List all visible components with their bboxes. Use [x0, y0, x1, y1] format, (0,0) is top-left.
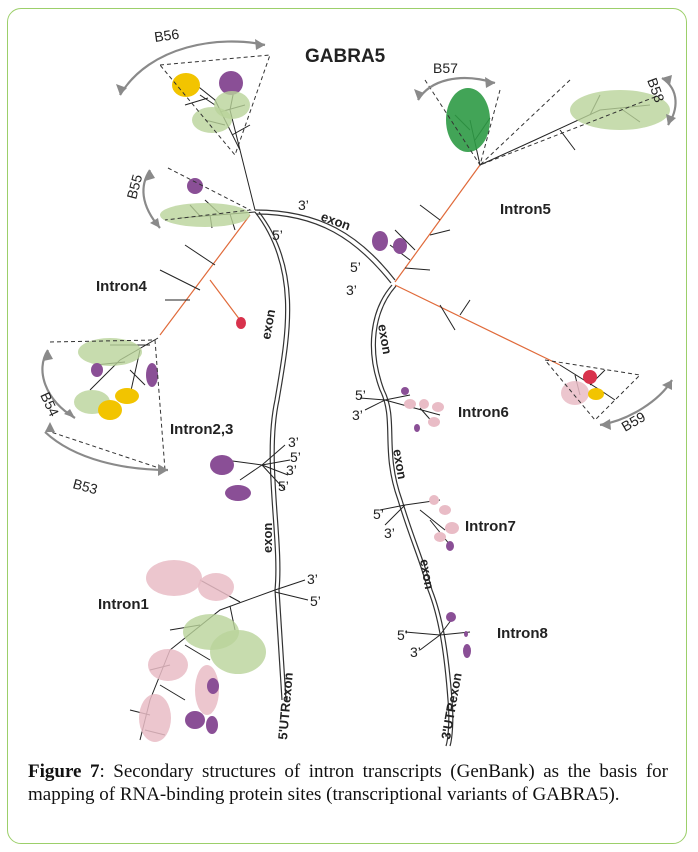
prime3-i8: 3’	[410, 644, 421, 660]
label-intron4: Intron4	[96, 278, 147, 295]
purple-blob	[463, 644, 471, 658]
label-5utr-exon: 5'UTRexon	[275, 672, 296, 740]
yellow-blob	[172, 73, 200, 97]
purple-blob	[146, 363, 158, 387]
prime5-i1: 5’	[310, 593, 321, 609]
purple-blob	[206, 716, 218, 734]
yellow-blob	[588, 388, 604, 400]
prime5-i8: 5’	[397, 627, 408, 643]
prime3-mid: 3’	[346, 282, 357, 298]
exon-strand-left-inner	[259, 212, 290, 700]
prime3-top: 3’	[298, 197, 309, 213]
purple-blob	[446, 612, 456, 622]
purple-blob	[187, 178, 203, 194]
label-b56: B56	[153, 26, 180, 45]
pink-blob	[198, 573, 234, 601]
pink-blob	[428, 417, 440, 427]
pink-blob	[445, 522, 459, 534]
label-exon-top: exon	[319, 209, 353, 233]
purple-blob	[225, 485, 251, 501]
stem-intron4-branch	[210, 280, 240, 320]
purple-blob	[414, 424, 420, 432]
label-intron8: Intron8	[497, 625, 548, 642]
prime3-i1: 3’	[307, 571, 318, 587]
prime3-i23a: 3’	[288, 434, 299, 450]
pink-blob	[146, 560, 202, 596]
exon-strand-right-inner	[375, 286, 452, 746]
purple-blob	[372, 231, 388, 251]
pink-blob	[439, 505, 451, 515]
prime3-i23b: 3’	[286, 462, 297, 478]
purple-blob	[207, 678, 219, 694]
pink-blob	[404, 399, 416, 409]
label-exon-right2: exon	[390, 448, 410, 481]
label-b55: B55	[123, 172, 145, 200]
prime5-top: 5’	[272, 227, 283, 243]
green-blob	[210, 630, 266, 674]
label-intron23: Intron2,3	[170, 421, 233, 438]
label-intron6: Intron6	[458, 404, 509, 421]
prime5-i6: 5’	[355, 387, 366, 403]
pink-blob	[148, 649, 188, 681]
label-b54: B54	[37, 390, 62, 420]
figure-caption: Figure 7: Secondary structures of intron…	[28, 760, 668, 806]
figure-label: Figure 7	[28, 761, 100, 782]
label-exon-right3: exon	[417, 558, 437, 591]
caption-text: : Secondary structures of intron transcr…	[28, 761, 668, 805]
prime3-i6: 3’	[352, 407, 363, 423]
dark-green-blob	[446, 88, 490, 152]
title-gabra5: GABRA5	[305, 46, 386, 67]
label-exon-left: exon	[258, 308, 278, 341]
pink-blob	[429, 495, 439, 505]
pink-blob	[434, 532, 446, 542]
yellow-blob	[98, 400, 122, 420]
purple-blob	[401, 387, 409, 395]
intron-branches	[90, 80, 650, 740]
pink-blob	[419, 399, 429, 409]
green-blob	[160, 203, 250, 227]
yellow-blob	[115, 388, 139, 404]
red-blob	[583, 370, 597, 384]
stem-intron4	[160, 215, 250, 335]
label-exon-lower-left: exon	[260, 523, 275, 553]
purple-blob	[210, 455, 234, 475]
label-intron7: Intron7	[465, 518, 516, 535]
label-b53: B53	[71, 475, 99, 497]
label-b57: B57	[433, 60, 458, 76]
red-blob	[236, 317, 246, 329]
label-b59: B59	[619, 408, 649, 434]
label-intron5: Intron5	[500, 201, 551, 218]
label-3utr-exon: 3'UTRexon	[438, 672, 464, 741]
stem-intron5-right	[395, 285, 560, 365]
purple-blob	[464, 631, 468, 637]
purple-blob	[185, 711, 205, 729]
prime5-i23b: 5’	[278, 478, 289, 494]
purple-blob	[91, 363, 103, 377]
purple-blob	[446, 541, 454, 551]
prime5-mid: 5’	[350, 259, 361, 275]
label-intron1: Intron1	[98, 596, 149, 613]
prime3-i7: 3’	[384, 525, 395, 541]
stem-intron5	[395, 165, 480, 282]
label-exon-right1: exon	[375, 323, 395, 356]
purple-blob	[393, 238, 407, 254]
pink-blob	[432, 402, 444, 412]
pink-blob	[139, 694, 171, 742]
green-blob	[78, 338, 142, 366]
prime5-i7: 5’	[373, 506, 384, 522]
